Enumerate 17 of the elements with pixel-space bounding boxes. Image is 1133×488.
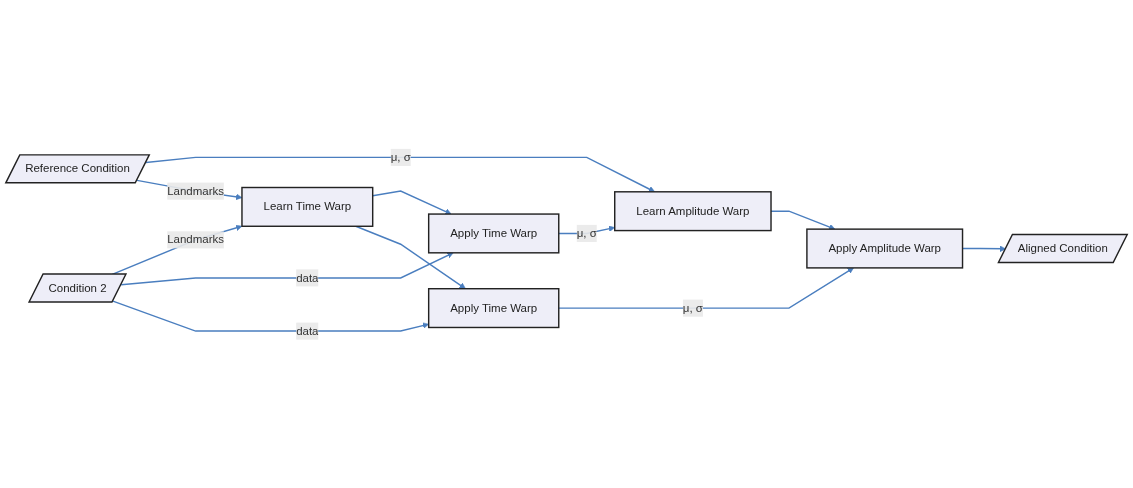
arrow: [112, 300, 429, 332]
node-box: Apply Time Warp: [427, 287, 560, 328]
node-box: Apply Time Warp: [427, 213, 560, 254]
edge-label: data: [296, 271, 319, 284]
arrow: [145, 156, 655, 192]
node-box: Apply Amplitude Warp: [806, 228, 964, 269]
node-box: Learn Time Warp: [241, 186, 374, 227]
edge-label: μ, σ: [682, 301, 703, 314]
edge-label: Landmarks: [167, 184, 225, 197]
edge-label: μ, σ: [576, 226, 597, 239]
edge-label: μ, σ: [390, 150, 411, 163]
edge-label: Landmarks: [167, 233, 225, 246]
edge-label: data: [296, 324, 319, 337]
node-box: Learn Amplitude Warp: [614, 190, 772, 232]
arrow: [355, 225, 466, 289]
arrow: [558, 267, 854, 309]
arrow: [120, 252, 454, 286]
